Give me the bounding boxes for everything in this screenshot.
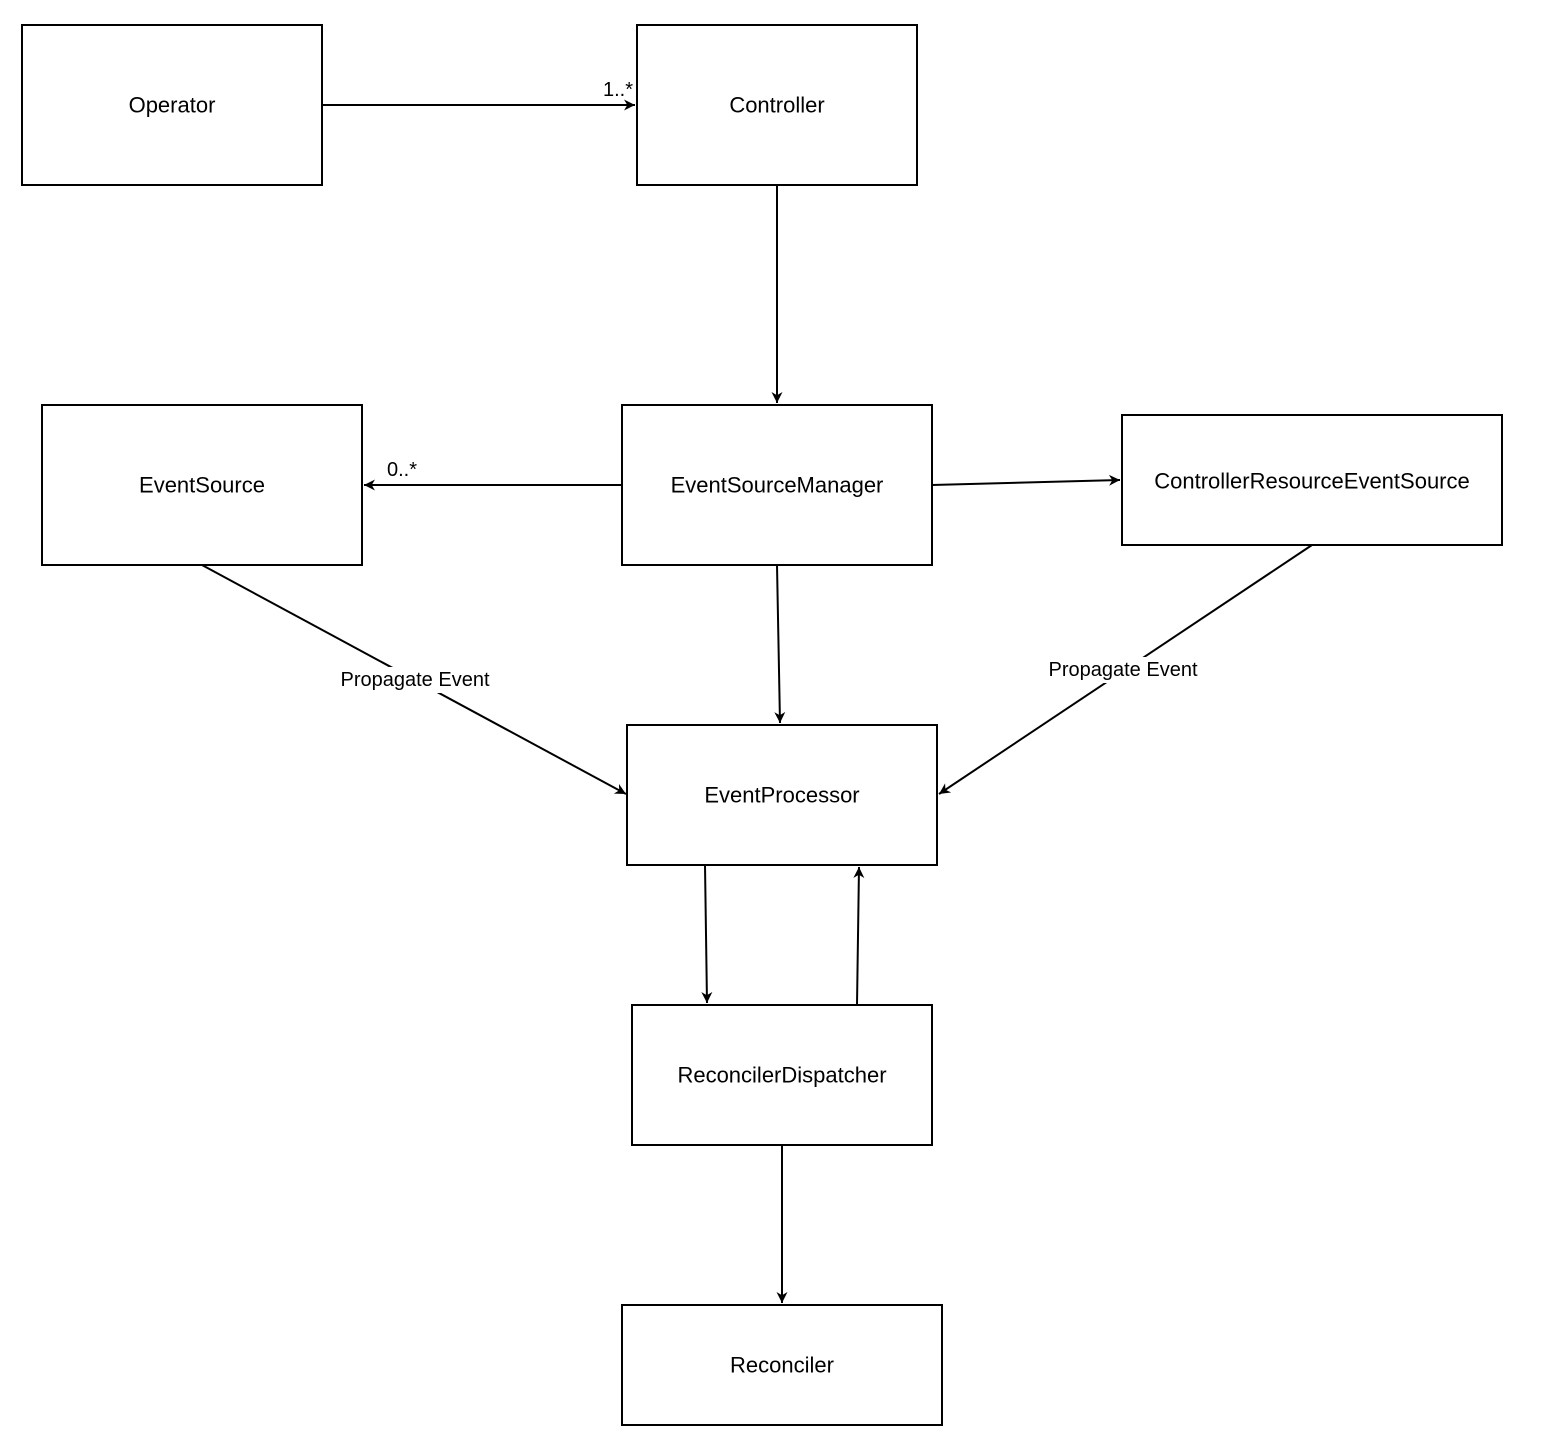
edge-reconciler-dispatcher-to-event-processor [853,866,865,1006]
node-controller: Controller [636,24,918,186]
edge-event-source-manager-to-event-processor [774,564,786,724]
nodes: Operator Controller EventSource EventSou… [21,24,1503,1426]
node-controller-label: Controller [729,93,824,118]
node-event-source-manager: EventSourceManager [621,404,933,566]
node-operator-label: Operator [129,93,216,118]
node-reconciler: Reconciler [621,1304,943,1426]
node-controller-resource-event-source-label: ControllerResourceEventSource [1154,469,1470,494]
edge-labels: 1..* 0..* Propagate Event Propagate Even… [330,79,1208,693]
multiplicity-label-event-source: 0..* [387,459,417,481]
node-reconciler-label: Reconciler [730,1353,834,1378]
node-event-processor-label: EventProcessor [704,783,859,808]
node-reconciler-dispatcher-label: ReconcilerDispatcher [677,1063,886,1088]
node-event-processor: EventProcessor [626,724,938,866]
multiplicity-label-controller: 1..* [603,79,633,101]
node-operator: Operator [21,24,323,186]
edge-event-processor-to-reconciler-dispatcher [701,864,713,1004]
node-reconciler-dispatcher: ReconcilerDispatcher [631,1004,933,1146]
propagate-event-label-left: Propagate Event [341,669,490,691]
node-event-source: EventSource [41,404,363,566]
node-event-source-label: EventSource [139,473,265,498]
node-controller-resource-event-source: ControllerResourceEventSource [1121,414,1503,546]
edge-event-source-manager-to-controller-resource-event-source [931,474,1121,486]
node-event-source-manager-label: EventSourceManager [671,473,884,498]
propagate-event-label-right: Propagate Event [1049,659,1198,681]
